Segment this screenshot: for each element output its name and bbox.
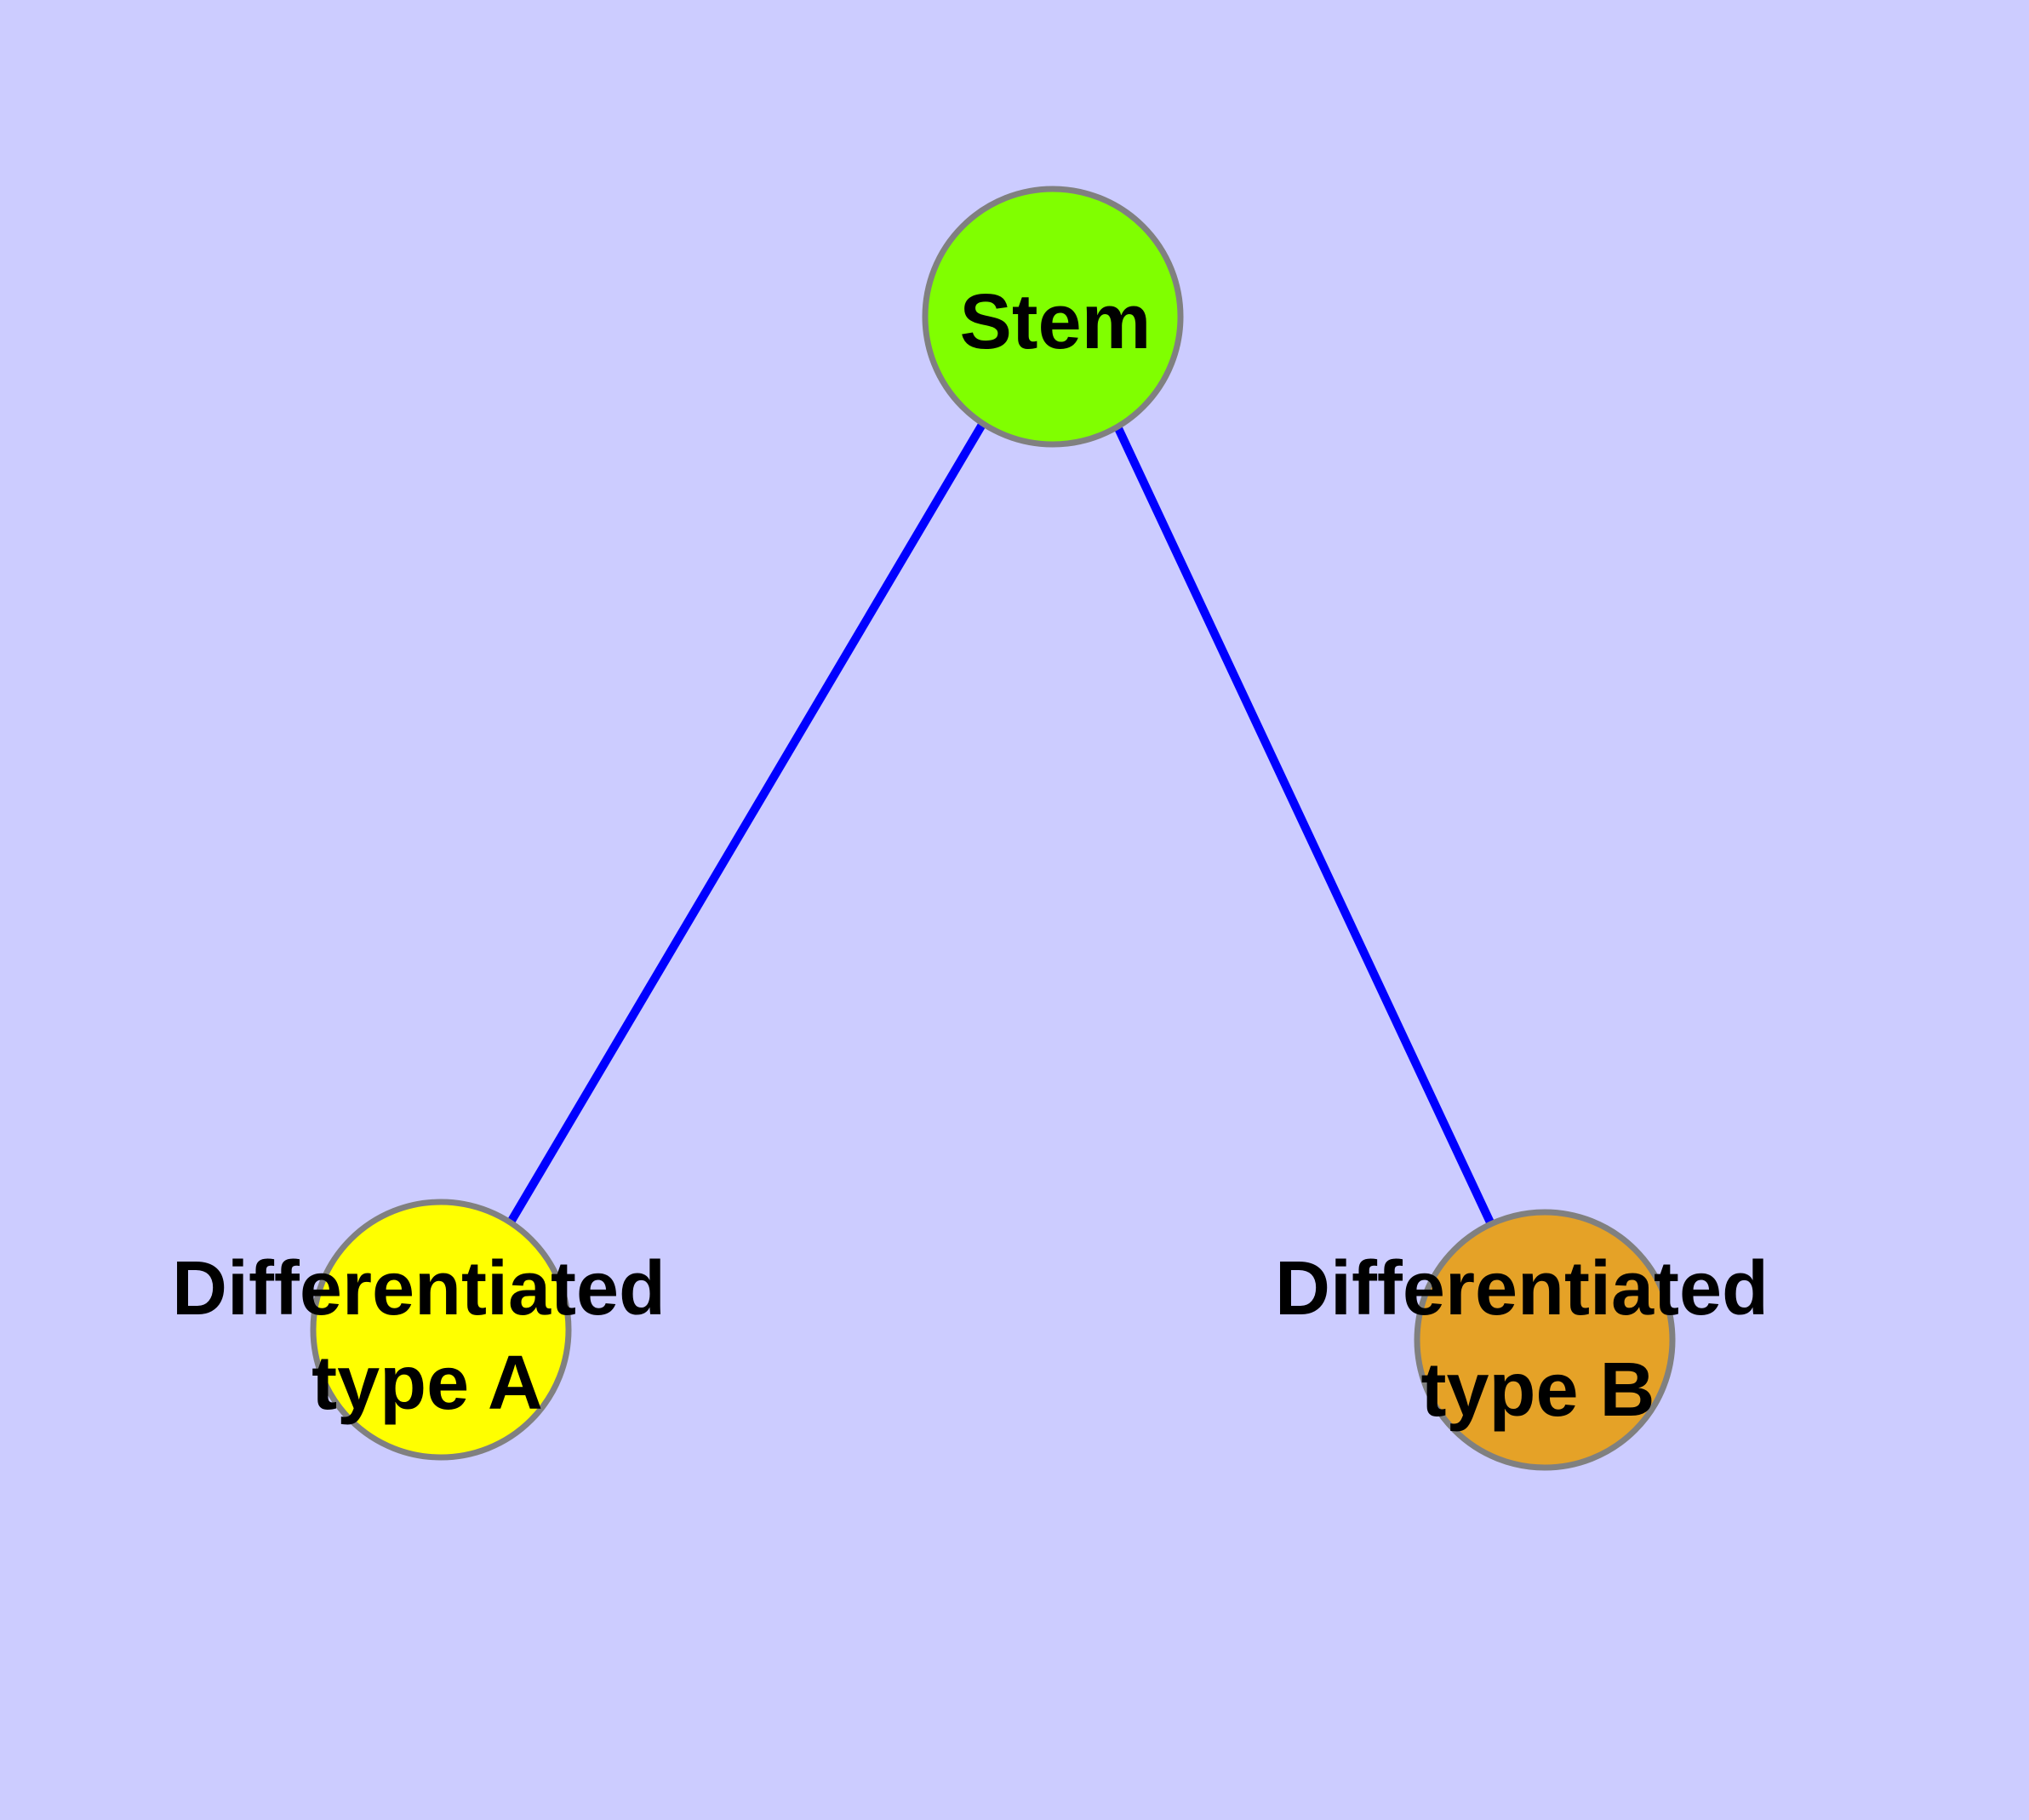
- edge-stem-to-differentiated-type-b[interactable]: [1113, 424, 1495, 1225]
- node-stem-circle[interactable]: [922, 186, 1184, 448]
- node-differentiated-type-a-label-line1: Differentiated: [172, 1246, 666, 1331]
- node-stem-label: Stem: [960, 278, 1152, 365]
- node-differentiated-type-b-circle[interactable]: [1414, 1209, 1676, 1471]
- node-differentiated-type-a-label-line2: type A: [311, 1341, 543, 1426]
- node-differentiated-type-b-label-line1: Differentiated: [1275, 1246, 1769, 1331]
- node-differentiated-type-b-label-line2: type B: [1420, 1348, 1655, 1433]
- edge-stem-to-differentiated-type-a[interactable]: [507, 421, 987, 1223]
- node-differentiated-type-a-circle[interactable]: [310, 1199, 572, 1461]
